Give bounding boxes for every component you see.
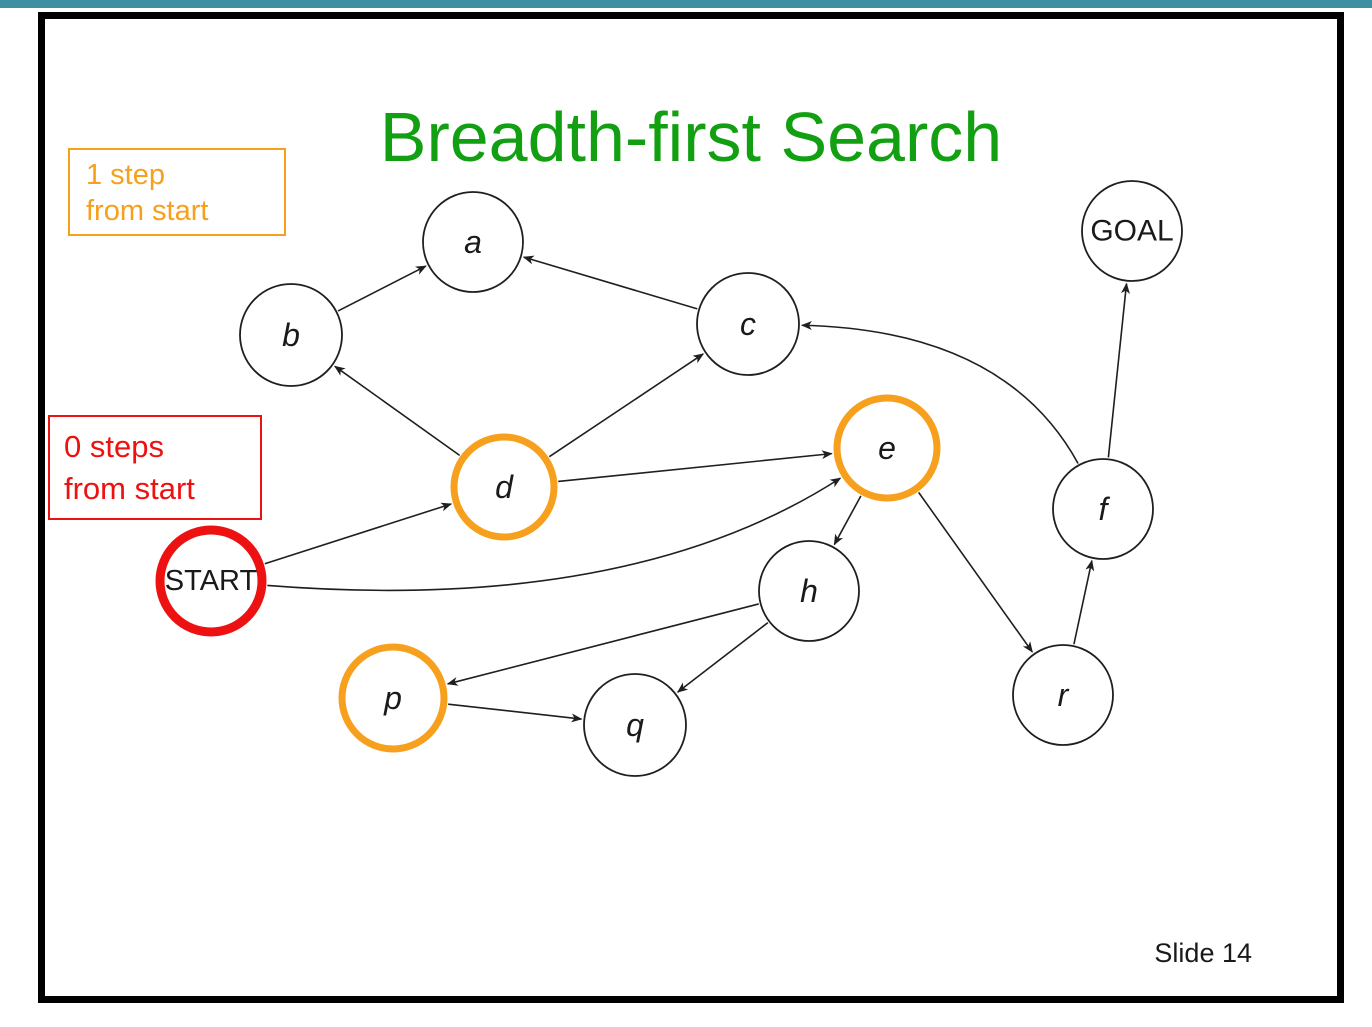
edge-d-to-b (334, 365, 461, 456)
edge-r-to-f (1073, 559, 1095, 645)
edge-c-to-a (522, 255, 698, 310)
edge-f-to-c (800, 320, 1079, 464)
node-b-circle (239, 283, 343, 387)
edge-START-to-e (267, 477, 842, 592)
node-r: r (1012, 644, 1114, 746)
node-b: b (239, 283, 343, 387)
node-f-circle (1052, 458, 1154, 560)
node-b-label: b (282, 317, 300, 353)
edge-d-to-c (548, 353, 705, 458)
node-q-circle (583, 673, 687, 777)
node-a-label: a (464, 224, 482, 260)
node-d-circle (450, 433, 558, 541)
node-GOAL: GOAL (1081, 180, 1183, 282)
annotation-zero-steps-line2: from start (64, 471, 195, 506)
edge-p-to-q (448, 703, 583, 723)
annotation-one-step-line1: 1 step (86, 159, 165, 191)
node-f: f (1052, 458, 1154, 560)
edge-START-to-d (264, 502, 453, 565)
annotation-one-step-box: 1 step from start (68, 148, 286, 236)
edge-b-to-a (337, 265, 427, 312)
edge-e-to-r (917, 491, 1033, 653)
node-q: q (583, 673, 687, 777)
annotation-zero-steps-box: 0 steps from start (48, 415, 262, 520)
window-top-strip (0, 0, 1372, 8)
annotation-one-step-line2: from start (86, 195, 209, 227)
node-a-circle (422, 191, 524, 293)
edge-d-to-e (558, 450, 833, 483)
slide-title: Breadth-first Search (379, 98, 1003, 176)
edge-h-to-q (676, 622, 769, 693)
node-START-circle (155, 525, 267, 637)
node-p-circle (338, 643, 448, 753)
node-h-circle (758, 540, 860, 642)
node-e-circle (833, 394, 941, 502)
edge-h-to-p (446, 603, 759, 686)
node-p-label: p (383, 680, 402, 716)
node-GOAL-circle (1081, 180, 1183, 282)
node-h-label: h (800, 573, 818, 609)
annotation-zero-steps-line1: 0 steps (64, 429, 164, 464)
node-c-circle (696, 272, 800, 376)
edge-e-to-h (833, 495, 862, 546)
node-c-label: c (740, 306, 756, 342)
node-q-label: q (626, 707, 644, 743)
node-a: a (422, 191, 524, 293)
node-c: c (696, 272, 800, 376)
node-p: p (338, 643, 448, 753)
node-r-circle (1012, 644, 1114, 746)
edge-f-to-GOAL (1107, 282, 1130, 458)
node-e: e (833, 394, 941, 502)
node-r-label: r (1058, 677, 1070, 713)
node-h: h (758, 540, 860, 642)
slide-number: Slide 14 (1154, 938, 1252, 968)
node-d-label: d (495, 469, 514, 505)
node-d: d (450, 433, 558, 541)
node-START-label: START (165, 565, 258, 597)
node-START: START (155, 525, 267, 637)
node-e-label: e (878, 430, 896, 466)
node-GOAL-label: GOAL (1090, 215, 1173, 248)
